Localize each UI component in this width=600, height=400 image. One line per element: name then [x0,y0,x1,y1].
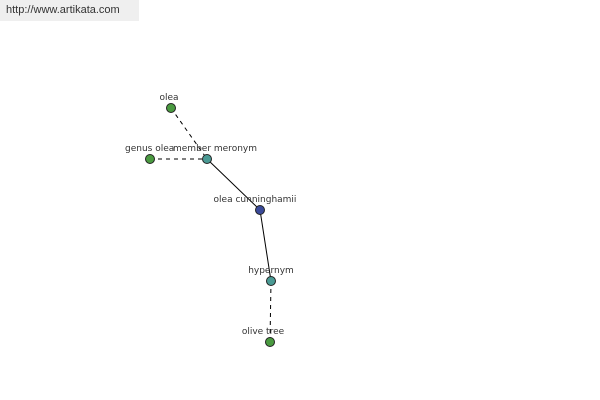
node-genus[interactable]: genus olea [125,144,174,164]
node-olive-tree[interactable]: olive tree [242,327,285,347]
edge-hypernym-olive-tree [269,280,272,343]
node-olea[interactable]: olea [159,93,179,113]
node-label-member-meronym: member meronym [173,144,257,154]
node-label-genus: genus olea [125,144,174,154]
node-center[interactable]: olea cunninghamii [214,195,297,215]
node-label-olea: olea [159,93,178,103]
node-hypernym[interactable]: hypernym [248,266,294,286]
node-dot-olive-tree[interactable] [265,337,275,347]
node-dot-hypernym[interactable] [266,276,276,286]
edge-olea-member-meronym [170,107,208,160]
node-label-hypernym: hypernym [248,266,294,276]
node-dot-olea[interactable] [166,103,176,113]
node-label-olive-tree: olive tree [242,327,285,337]
node-member-meronym[interactable]: member meronym [173,144,257,164]
node-label-center: olea cunninghamii [214,195,297,205]
node-dot-member-meronym[interactable] [202,154,212,164]
site-url-link[interactable]: http://www.artikata.com [6,4,120,16]
node-dot-genus[interactable] [145,154,155,164]
edge-member-meronym-center [206,158,261,211]
edge-center-hypernym [259,209,272,282]
url-bar: http://www.artikata.com [0,0,139,21]
node-dot-center[interactable] [255,205,265,215]
